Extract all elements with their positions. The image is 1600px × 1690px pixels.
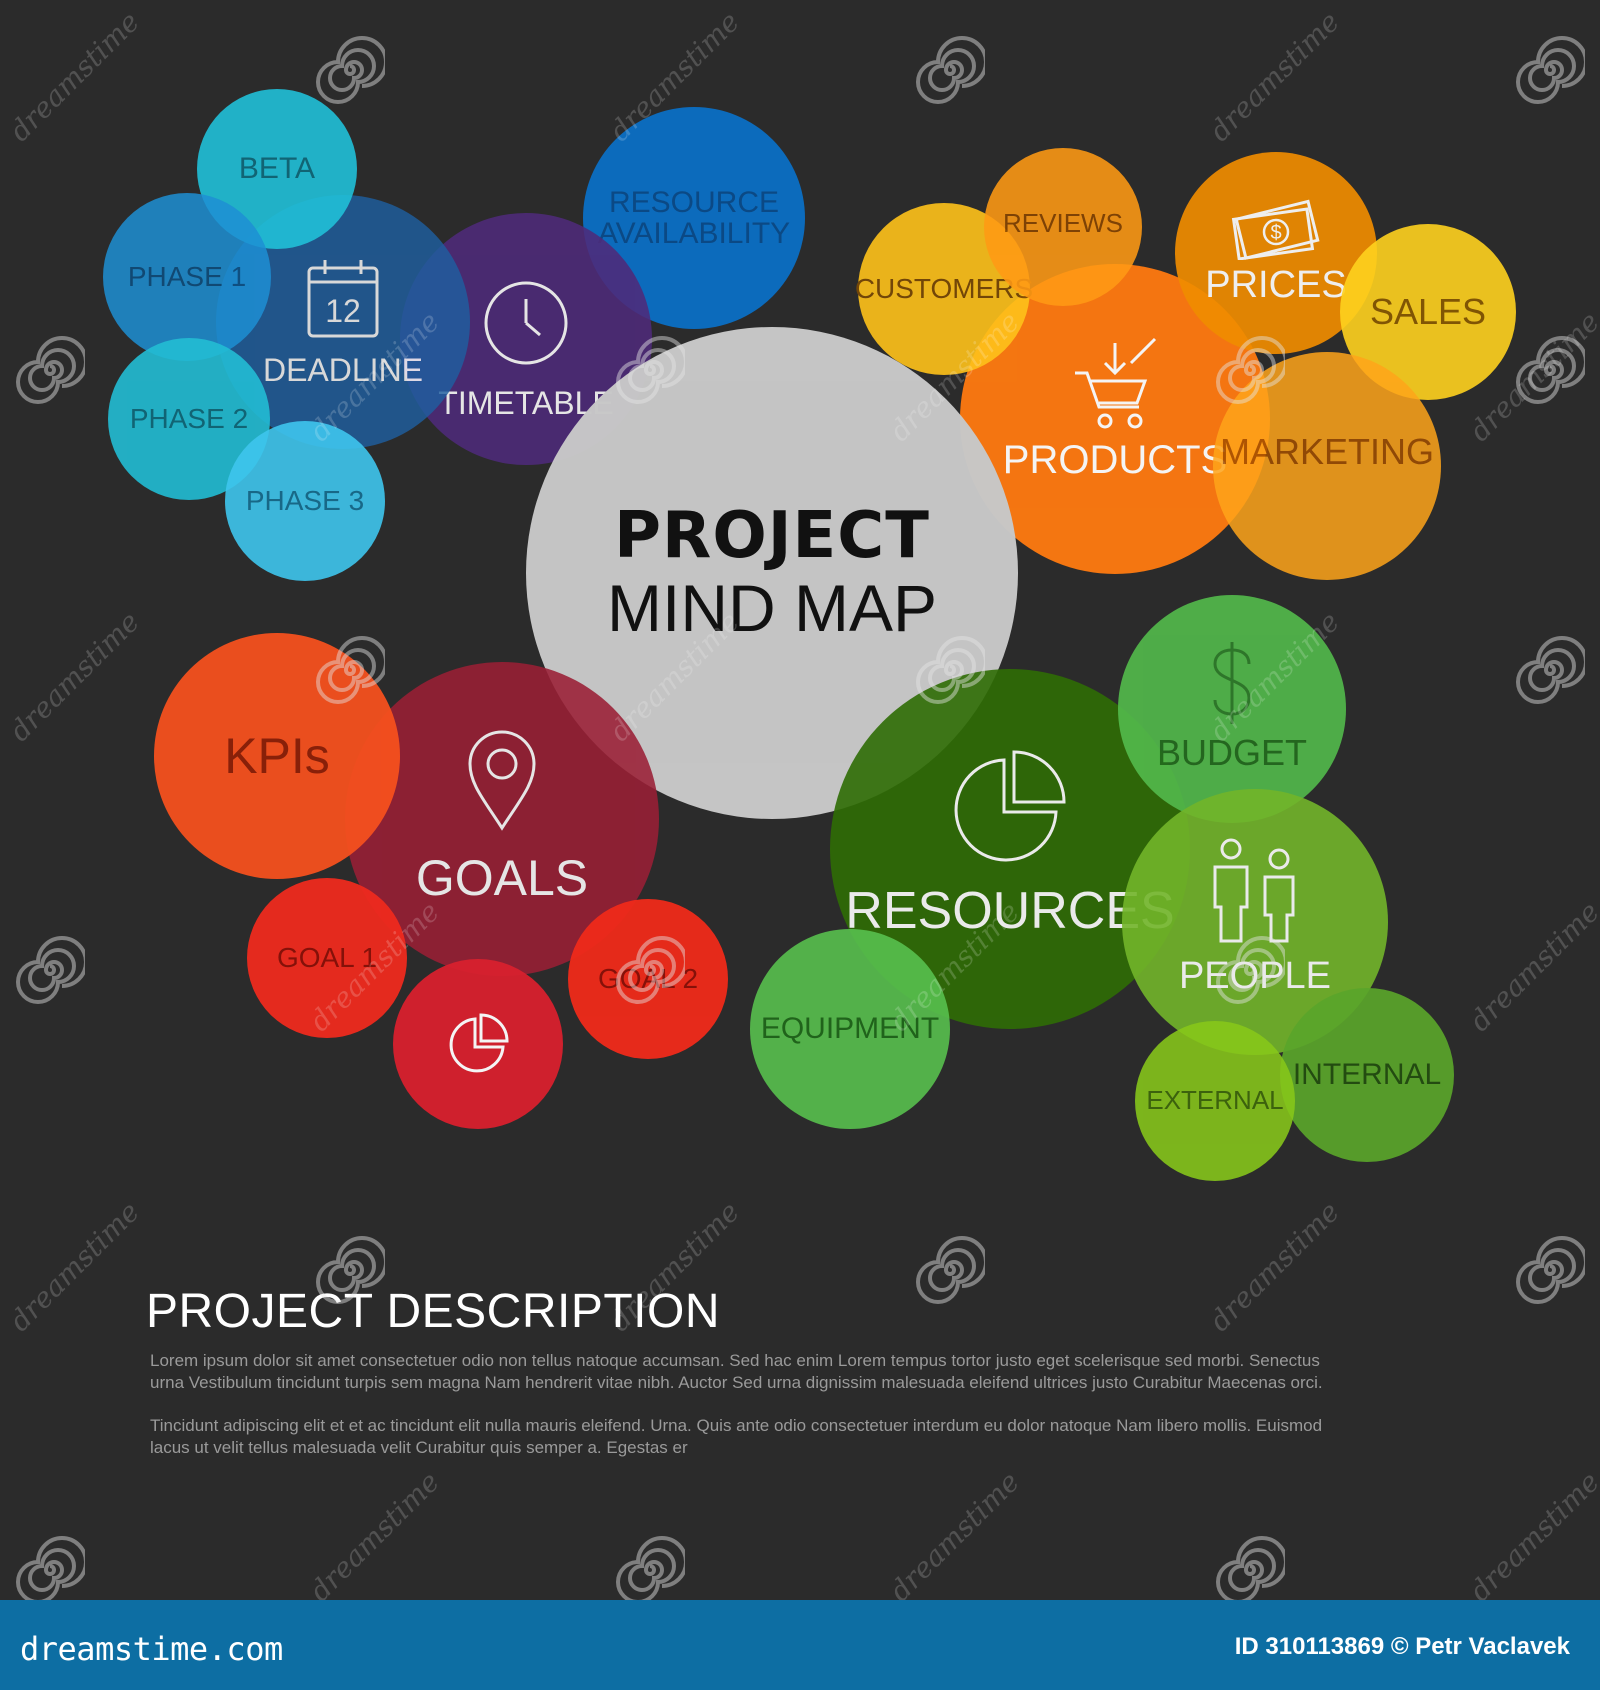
goal-1-label: GOAL 1 xyxy=(276,942,378,974)
description-p2-line-2: lacus ut velit tellus malesuada velit Cu… xyxy=(150,1438,688,1457)
description-title: PROJECT DESCRIPTION xyxy=(146,1285,721,1338)
reviews-bubble: REVIEWS xyxy=(984,148,1142,306)
budget-bubble: BUDGET xyxy=(1118,595,1346,823)
description-p1-line-2: urna Vestibulum tincidunt turpis sem mag… xyxy=(150,1373,1323,1392)
goal-chart-bubble xyxy=(393,959,563,1129)
watermark-swirl-icon xyxy=(1216,936,1285,1004)
phase-1-label: PHASE 1 xyxy=(127,261,247,293)
phase-3-label: PHASE 3 xyxy=(245,485,365,517)
description-paragraph-1: Lorem ipsum dolor sit amet consectetuer … xyxy=(150,1350,1410,1394)
watermark-swirl-icon xyxy=(916,636,985,704)
equipment-bubble: EQUIPMENT xyxy=(750,929,950,1129)
watermark-swirl-icon xyxy=(16,1536,85,1604)
description-paragraph-2: Tincidunt adipiscing elit et et ac tinci… xyxy=(150,1415,1410,1459)
watermark-swirl-icon xyxy=(316,36,385,104)
marketing-bubble: MARKETING xyxy=(1213,352,1441,580)
dollar-icon xyxy=(1213,642,1251,725)
watermark-text: dreamstime xyxy=(1203,5,1346,148)
equipment-label: EQUIPMENT xyxy=(760,1012,940,1046)
watermark-text: dreamstime xyxy=(883,1465,1026,1608)
watermark-swirl-icon xyxy=(1516,1236,1585,1304)
beta-label: BETA xyxy=(238,152,316,186)
description-p1-line-1: Lorem ipsum dolor sit amet consectetuer … xyxy=(150,1351,1320,1370)
watermark-text: dreamstime xyxy=(1463,895,1600,1038)
watermark-swirl-icon xyxy=(616,1536,685,1604)
center-title: PROJECT xyxy=(614,498,930,573)
availability-label: AVAILABILITY xyxy=(597,217,791,250)
clock-icon xyxy=(484,281,568,365)
watermark-swirl-icon xyxy=(1216,336,1285,404)
center-subtitle: MIND MAP xyxy=(607,570,937,645)
banknote-icon: $ xyxy=(1231,199,1320,261)
watermark-text: dreamstime xyxy=(303,1465,446,1608)
footer-bar: dreamstime.com ID 310113869 © Petr Vacla… xyxy=(0,1600,1600,1690)
internal-label: INTERNAL xyxy=(1292,1058,1442,1092)
description-p2-line-1: Tincidunt adipiscing elit et et ac tinci… xyxy=(150,1416,1323,1435)
resources-pie-chart-icon xyxy=(954,750,1066,862)
watermark-swirl-icon xyxy=(316,1236,385,1304)
internal-bubble: INTERNAL xyxy=(1280,988,1454,1162)
reviews-label: REVIEWS xyxy=(1003,208,1123,239)
prices-label: PRICES xyxy=(1205,264,1347,307)
kpis-label: KPIs xyxy=(224,727,330,784)
marketing-label: MARKETING xyxy=(1219,431,1434,473)
goals-label: GOALS xyxy=(415,849,589,906)
phase-3-bubble: PHASE 3 xyxy=(225,421,385,581)
footer-image-id: ID 310113869 © Petr Vaclavek xyxy=(1234,1633,1570,1660)
pie-chart-icon xyxy=(449,1013,509,1073)
watermark-text: dreamstime xyxy=(1203,1195,1346,1338)
phase-1-bubble: PHASE 1 xyxy=(103,193,271,361)
watermark-swirl-icon xyxy=(916,36,985,104)
footer-brand: dreamstime.com xyxy=(20,1630,283,1668)
shopping-cart-icon xyxy=(1075,337,1157,429)
svg-text:$: $ xyxy=(1270,222,1281,244)
external-bubble: EXTERNAL xyxy=(1135,1021,1295,1181)
phase-2-label: PHASE 2 xyxy=(129,403,249,435)
kpis-bubble: KPIs xyxy=(154,633,400,879)
watermark-swirl-icon xyxy=(1516,636,1585,704)
watermark-swirl-icon xyxy=(316,636,385,704)
people-label: PEOPLE xyxy=(1178,955,1332,998)
calendar-day-number: 12 xyxy=(325,293,361,329)
watermark-swirl-icon xyxy=(616,936,685,1004)
deadline-bubble: 12 DEADLINE xyxy=(216,195,470,449)
goal-1-bubble: GOAL 1 xyxy=(247,878,407,1038)
map-pin-icon xyxy=(468,730,536,831)
products-label: PRODUCTS xyxy=(1002,438,1228,482)
watermark-text: dreamstime xyxy=(3,605,146,748)
watermark-swirl-icon xyxy=(916,1236,985,1304)
external-label: EXTERNAL xyxy=(1146,1085,1284,1116)
people-icon xyxy=(1213,838,1295,943)
watermark-swirl-icon xyxy=(1216,1536,1285,1604)
deadline-label: DEADLINE xyxy=(262,352,424,389)
watermark-text: dreamstime xyxy=(3,5,146,148)
watermark-swirl-icon xyxy=(616,336,685,404)
watermark-swirl-icon xyxy=(1516,36,1585,104)
calendar-icon: 12 xyxy=(307,260,379,338)
sales-label: SALES xyxy=(1369,291,1487,333)
phase-2-bubble: PHASE 2 xyxy=(108,338,270,500)
resource-label: RESOURCE xyxy=(608,185,780,219)
watermark-swirl-icon xyxy=(16,336,85,404)
goal-2-label: GOAL 2 xyxy=(597,963,699,995)
watermark-text: dreamstime xyxy=(1463,1465,1600,1608)
watermark-text: dreamstime xyxy=(3,1195,146,1338)
watermark-swirl-icon xyxy=(16,936,85,1004)
goal-2-bubble: GOAL 2 xyxy=(568,899,728,1059)
mind-map: RESOURCE AVAILABILITY TIMETABLE 12 DEADL… xyxy=(3,5,1600,1608)
budget-label: BUDGET xyxy=(1156,732,1307,774)
resources-label: RESOURCES xyxy=(845,881,1175,940)
watermark-swirl-icon xyxy=(1516,336,1585,404)
